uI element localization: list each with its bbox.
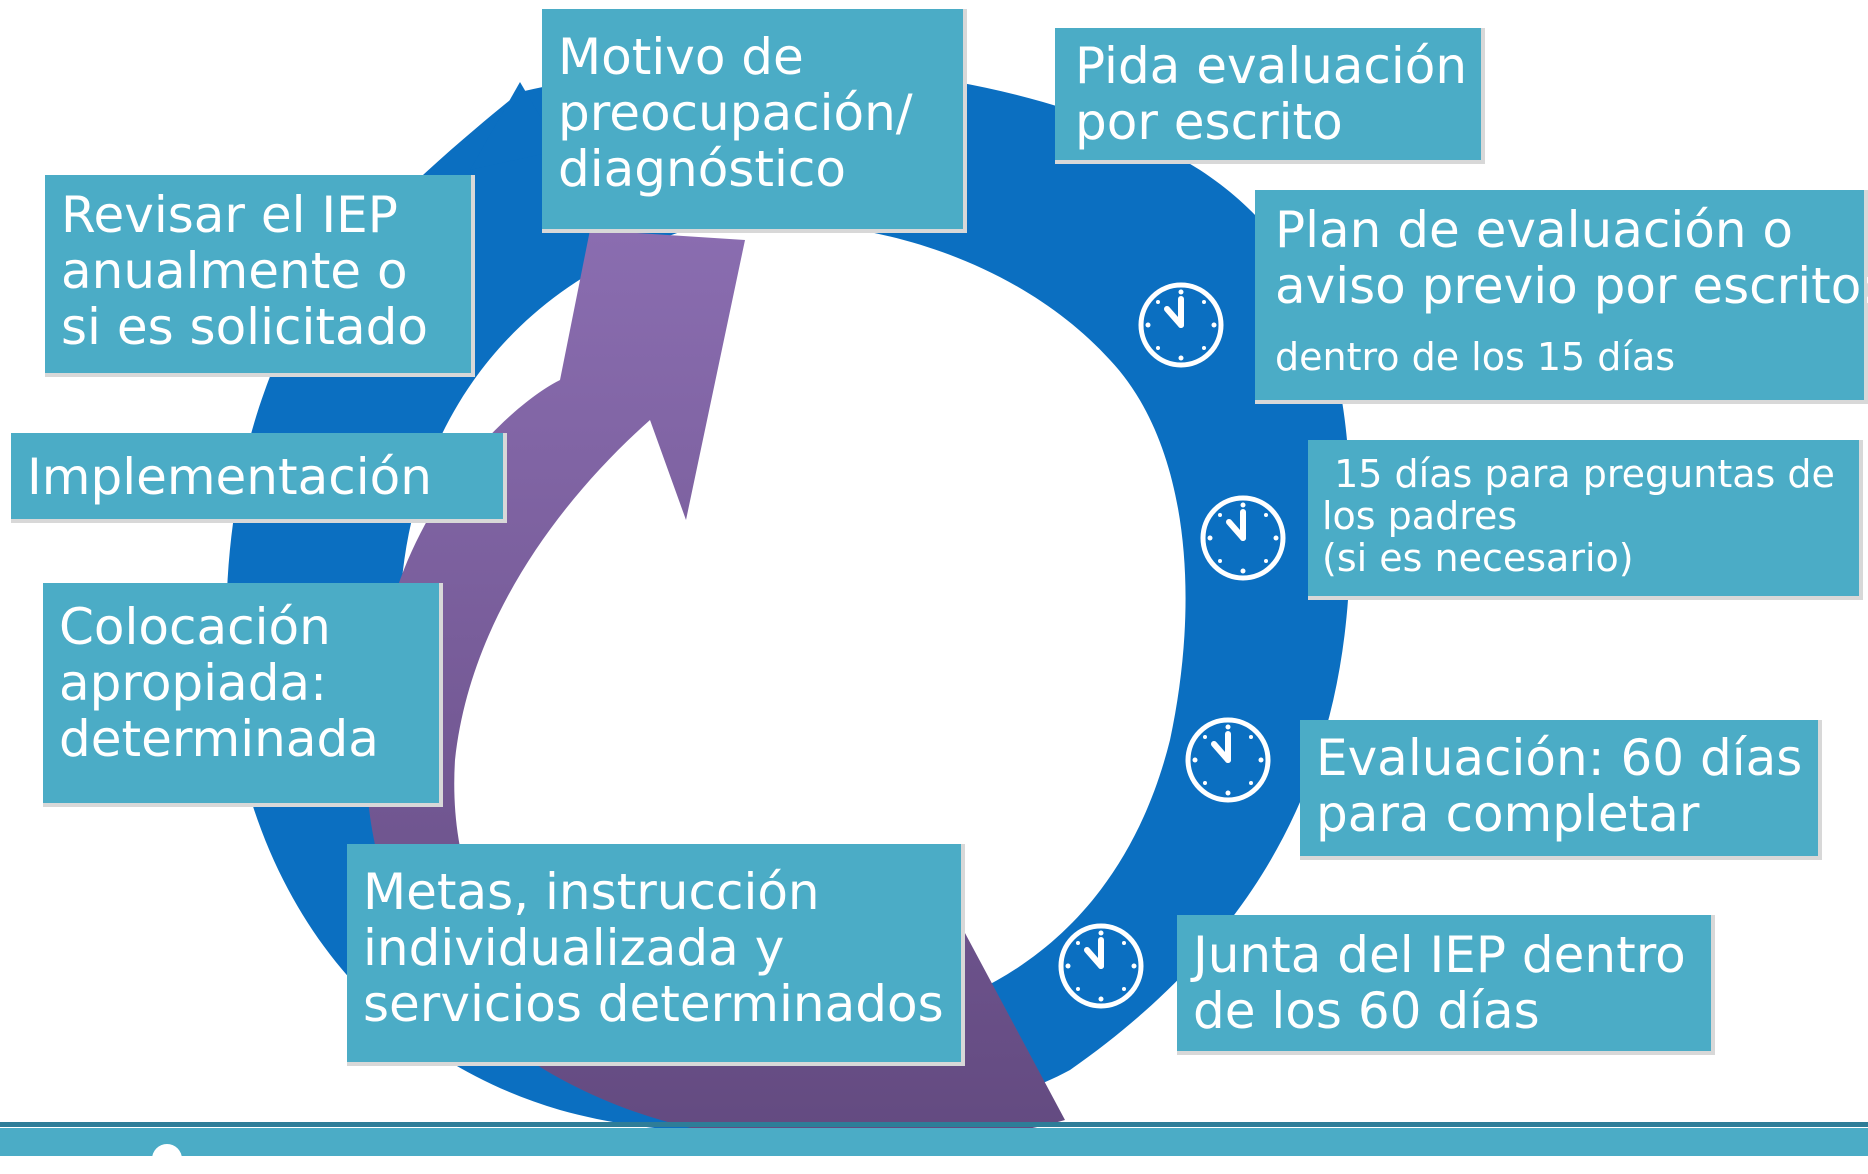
step-goals-line: individualizada y: [363, 919, 785, 977]
step-placement-line: apropiada:: [59, 654, 327, 712]
footer-divider: [0, 1122, 1868, 1127]
clock-icon: [1058, 923, 1144, 1009]
step-concern-line: Motivo de: [558, 28, 804, 86]
step-placement-line: Colocación: [59, 598, 331, 656]
step-review-line: si es solicitado: [61, 298, 428, 356]
step-concern-line: diagnóstico: [558, 140, 846, 198]
step-goals-line: servicios determinados: [363, 975, 944, 1033]
clock-icon: [1138, 282, 1224, 368]
step-implementation: Implementación: [11, 433, 507, 523]
step-review-line: Revisar el IEP: [61, 186, 398, 244]
step-plan-line: aviso previo por escrito:: [1275, 257, 1868, 315]
step-placement: Colocación apropiada: determinada: [43, 583, 443, 807]
step-plan-note: dentro de los 15 días: [1275, 335, 1676, 379]
blue-cycle-ring: [226, 65, 1351, 1134]
purple-cycle-arrow: [366, 230, 1065, 1144]
step-meeting-line: de los 60 días: [1193, 982, 1540, 1040]
step-evaluation: Evaluación: 60 días para completar: [1300, 720, 1822, 860]
step-placement-line: determinada: [59, 710, 379, 768]
step-review-line: anualmente o: [61, 242, 408, 300]
footer-logo-icon: [152, 1144, 182, 1174]
step-concern-line: preocupación/: [558, 84, 913, 142]
step-questions-line: 15 días para preguntas de: [1322, 452, 1835, 496]
clock-icon: [1185, 717, 1271, 803]
step-meeting-line: Junta del IEP dentro: [1193, 926, 1686, 984]
step-review: Revisar el IEP anualmente o si es solici…: [45, 175, 475, 377]
step-goals-line: Metas, instrucción: [363, 863, 820, 921]
step-evaluation-line: Evaluación: 60 días: [1316, 729, 1803, 787]
step-questions: 15 días para preguntas de los padres (si…: [1308, 440, 1863, 600]
footer-bar: [0, 1128, 1868, 1156]
step-meeting: Junta del IEP dentro de los 60 días: [1177, 915, 1715, 1055]
step-evaluation-line: para completar: [1316, 785, 1700, 843]
step-concern: Motivo de preocupación/ diagnóstico: [542, 9, 967, 233]
step-implementation-line: Implementación: [27, 448, 432, 506]
step-plan: Plan de evaluación o aviso previo por es…: [1255, 190, 1868, 404]
step-request-line: por escrito: [1075, 93, 1343, 151]
step-plan-line: Plan de evaluación o: [1275, 201, 1794, 259]
clock-icon: [1200, 495, 1286, 581]
step-request: Pida evaluación por escrito: [1055, 28, 1485, 164]
step-request-line: Pida evaluación: [1075, 37, 1468, 95]
step-goals: Metas, instrucción individualizada y ser…: [347, 844, 965, 1066]
ring-arrowhead: [470, 82, 560, 170]
step-questions-line: (si es necesario): [1322, 535, 1634, 580]
step-questions-line: los padres: [1322, 493, 1518, 538]
